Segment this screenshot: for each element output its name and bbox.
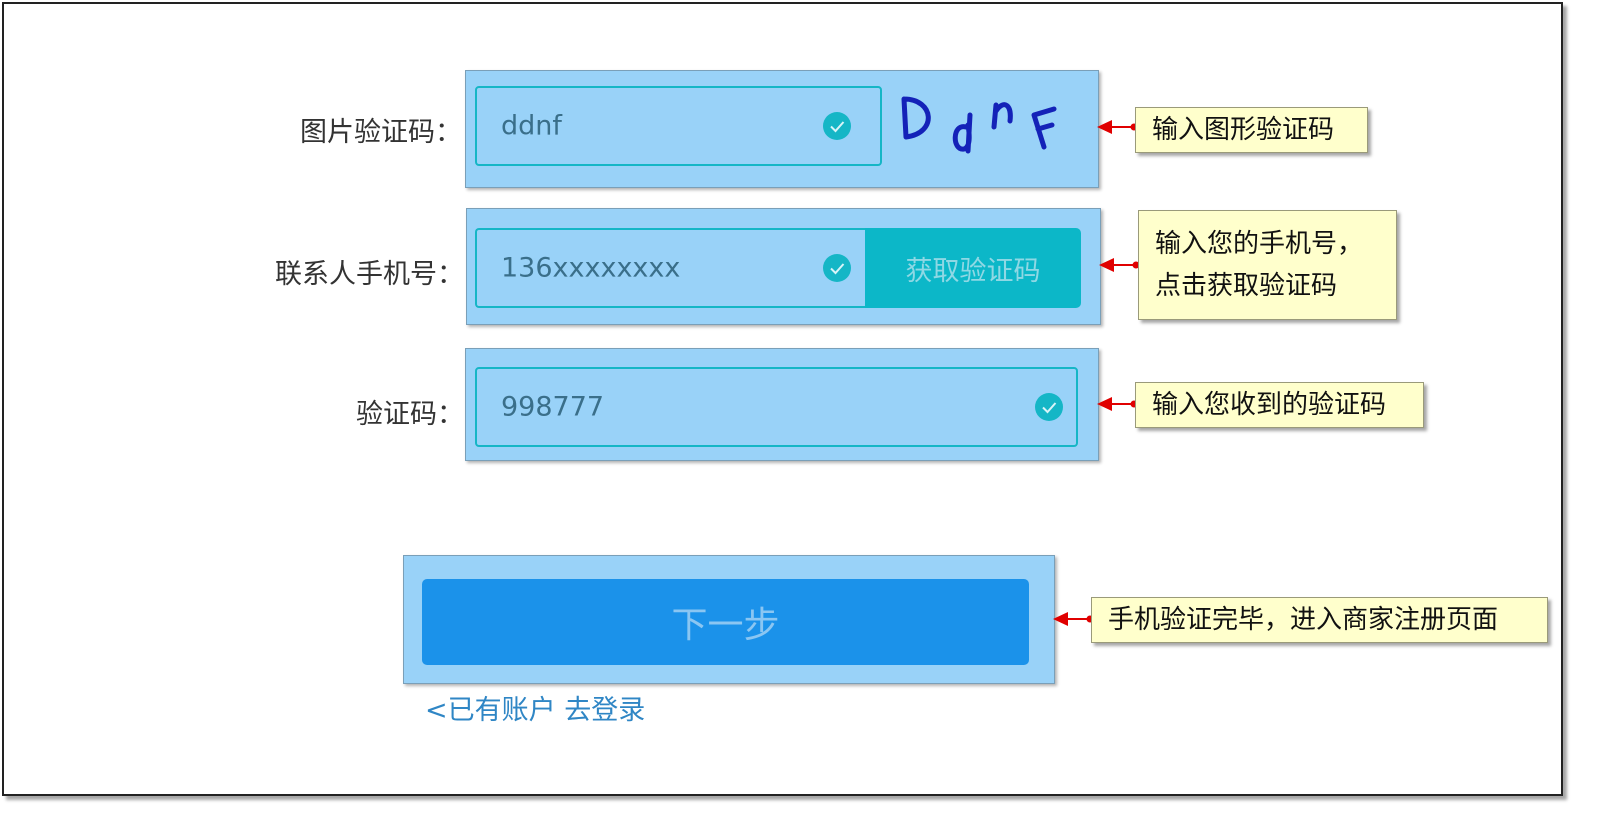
captcha-label: 图片验证码：: [300, 117, 462, 148]
sms-code-annotation: 输入您收到的验证码: [1135, 382, 1424, 428]
next-button-annotation: 手机验证完毕，进入商家注册页面: [1091, 597, 1548, 643]
captcha-panel: ddnf: [465, 70, 1099, 188]
annotation-arrow: [1053, 612, 1094, 626]
phone-annotation: 输入您的手机号， 点击获取验证码: [1138, 210, 1397, 320]
next-button-panel: 下一步: [403, 555, 1055, 684]
sms-code-label: 验证码：: [356, 399, 464, 430]
get-code-button[interactable]: 获取验证码: [865, 228, 1081, 308]
annotation-arrow: [1097, 120, 1138, 134]
annotation-arrow: [1099, 258, 1140, 272]
login-link[interactable]: <已有账户 去登录: [425, 695, 646, 726]
captcha-annotation: 输入图形验证码: [1135, 107, 1368, 153]
check-circle-icon: [823, 112, 851, 140]
captcha-image[interactable]: [894, 85, 1074, 165]
annotation-arrow: [1097, 397, 1138, 411]
phone-annotation-line1: 输入您的手机号，: [1155, 229, 1364, 259]
phone-panel: 136xxxxxxxx 获取验证码: [466, 208, 1101, 325]
phone-annotation-line2: 点击获取验证码: [1155, 271, 1338, 301]
check-circle-icon: [1035, 393, 1063, 421]
phone-label: 联系人手机号：: [275, 259, 464, 290]
phone-input[interactable]: 136xxxxxxxx: [475, 228, 873, 308]
captcha-input[interactable]: ddnf: [475, 86, 882, 166]
captcha-input-value: ddnf: [501, 110, 562, 142]
sms-code-input[interactable]: 998777: [475, 367, 1078, 447]
sms-code-input-value: 998777: [501, 391, 605, 423]
phone-input-value: 136xxxxxxxx: [501, 252, 681, 284]
check-circle-icon: [823, 254, 851, 282]
next-step-button[interactable]: 下一步: [422, 579, 1029, 665]
sms-code-panel: 998777: [465, 348, 1099, 461]
